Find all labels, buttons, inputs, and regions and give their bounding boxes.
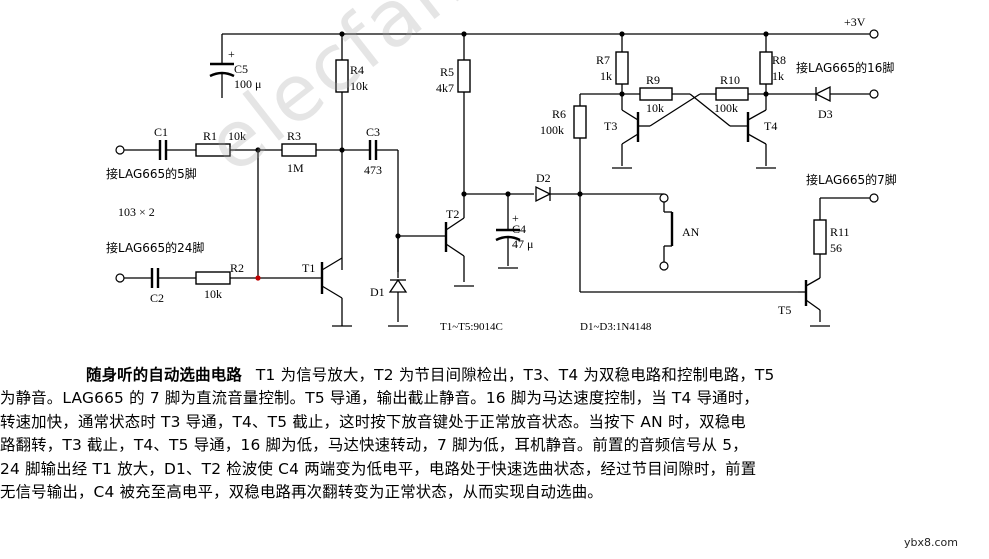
transistor-t2: T2 bbox=[444, 207, 474, 287]
svg-text:T3: T3 bbox=[604, 119, 617, 133]
svg-text:100 μ: 100 μ bbox=[234, 77, 261, 91]
svg-text:+: + bbox=[228, 47, 235, 61]
switch-an: AN bbox=[659, 193, 700, 271]
svg-text:10k: 10k bbox=[228, 129, 246, 143]
transistor-t4: T4 bbox=[730, 109, 777, 169]
output-terminal-pin7 bbox=[869, 193, 879, 203]
svg-text:10k: 10k bbox=[350, 79, 368, 93]
transistor-t5: T5 bbox=[778, 277, 830, 327]
svg-text:56: 56 bbox=[830, 241, 842, 255]
svg-text:T2: T2 bbox=[446, 207, 459, 221]
description-line: 为静音。LAG665 的 7 脚为直流音量控制。T5 导通，输出截止静音。16 … bbox=[0, 389, 759, 408]
svg-text:T1: T1 bbox=[302, 261, 315, 275]
circuit-schematic: +3V + C5 100 μ R4 10k C1 R1 10k R3 bbox=[106, 15, 897, 333]
svg-text:T4: T4 bbox=[764, 119, 777, 133]
svg-text:AN: AN bbox=[682, 225, 700, 239]
capacitor-c1: C1 bbox=[154, 125, 168, 160]
svg-text:D3: D3 bbox=[818, 107, 833, 121]
capacitor-c4: + C4 47 μ bbox=[495, 194, 533, 269]
svg-text:R9: R9 bbox=[646, 73, 660, 87]
input-terminal-pin24 bbox=[115, 273, 125, 283]
description-line: 无信号输出，C4 被充至高电平，双稳电路再次翻转变为正常状态，从而实现自动选曲。 bbox=[0, 482, 603, 501]
svg-text:C4: C4 bbox=[512, 222, 526, 236]
label-pin24: 接LAG665的24脚 bbox=[106, 240, 204, 255]
svg-text:C1: C1 bbox=[154, 125, 168, 139]
svg-text:R2: R2 bbox=[230, 261, 244, 275]
resistor-r9: R9 10k bbox=[622, 73, 731, 127]
resistor-r8: R8 1k bbox=[759, 34, 786, 110]
resistor-r11: R11 56 bbox=[813, 198, 850, 278]
svg-text:R10: R10 bbox=[720, 73, 740, 87]
svg-text:R5: R5 bbox=[440, 65, 454, 79]
svg-text:10k: 10k bbox=[204, 287, 222, 301]
svg-text:D1: D1 bbox=[370, 285, 385, 299]
label-pin5: 接LAG665的5脚 bbox=[106, 166, 197, 181]
svg-text:10k: 10k bbox=[646, 101, 664, 115]
transistor-t3: T3 bbox=[604, 109, 650, 169]
svg-text:1k: 1k bbox=[772, 69, 784, 83]
svg-text:100k: 100k bbox=[714, 101, 738, 115]
label-pin16: 接LAG665的16脚 bbox=[796, 60, 894, 75]
diode-d1: D1 bbox=[370, 236, 408, 327]
transistor-t1: T1 bbox=[302, 257, 352, 327]
resistor-r7: R7 1k bbox=[596, 34, 629, 110]
description-line: 转速加快，通常状态时 T3 导通，T4、T5 截止，这时按下放音键处于正常放音状… bbox=[0, 412, 746, 431]
label-cap-pair: 103 × 2 bbox=[118, 205, 155, 219]
svg-text:T5: T5 bbox=[778, 303, 791, 317]
svg-text:R1: R1 bbox=[203, 129, 217, 143]
svg-text:C5: C5 bbox=[234, 62, 248, 76]
svg-text:1k: 1k bbox=[600, 69, 612, 83]
diode-note: D1~D3:1N4148 bbox=[580, 321, 652, 333]
description-title: 随身听的自动选曲电路 bbox=[86, 366, 242, 384]
resistor-r4: R4 10k bbox=[335, 34, 368, 270]
source-mark: ybx8.com bbox=[904, 536, 958, 549]
svg-text:R11: R11 bbox=[830, 225, 850, 239]
svg-text:R3: R3 bbox=[287, 129, 301, 143]
svg-text:100k: 100k bbox=[540, 123, 564, 137]
supply-label: +3V bbox=[844, 15, 866, 29]
svg-text:C3: C3 bbox=[366, 125, 380, 139]
transistor-note: T1~T5:9014C bbox=[440, 321, 503, 333]
diode-d2: D2 bbox=[535, 171, 552, 203]
svg-text:R6: R6 bbox=[552, 107, 566, 121]
svg-text:C2: C2 bbox=[150, 291, 164, 305]
svg-text:47 μ: 47 μ bbox=[512, 237, 533, 251]
svg-text:R8: R8 bbox=[772, 53, 786, 67]
svg-text:R7: R7 bbox=[596, 53, 610, 67]
label-pin7: 接LAG665的7脚 bbox=[806, 172, 897, 187]
svg-text:1M: 1M bbox=[287, 161, 304, 175]
svg-text:R4: R4 bbox=[350, 63, 364, 77]
svg-text:+: + bbox=[512, 211, 519, 225]
diode-d3: D3 bbox=[814, 85, 833, 121]
svg-text:4k7: 4k7 bbox=[436, 81, 454, 95]
resistor-r3: R3 1M bbox=[281, 129, 317, 175]
supply-terminal bbox=[869, 29, 879, 39]
description-line: 24 脚输出经 T1 放大，D1、T2 检波使 C4 两端变为低电平，电路处于快… bbox=[0, 459, 757, 478]
input-terminal-pin5 bbox=[115, 145, 125, 155]
svg-text:473: 473 bbox=[364, 163, 382, 177]
resistor-r5: R5 4k7 bbox=[436, 34, 471, 218]
resistor-r6: R6 100k bbox=[540, 105, 587, 139]
resistor-r2: R2 10k bbox=[195, 261, 244, 301]
resistor-r1: R1 10k bbox=[195, 129, 246, 157]
resistor-r10: R10 100k bbox=[649, 73, 766, 127]
capacitor-c5: + C5 100 μ bbox=[209, 34, 261, 98]
output-terminal-pin16 bbox=[869, 89, 879, 99]
description-line: 路翻转，T3 截止，T4、T5 导通，16 脚为低，马达快速转动，7 脚为低，耳… bbox=[0, 436, 748, 455]
svg-text:D2: D2 bbox=[536, 171, 551, 185]
capacitor-c3: C3 473 bbox=[364, 125, 382, 177]
capacitor-c2: C2 bbox=[150, 268, 164, 305]
